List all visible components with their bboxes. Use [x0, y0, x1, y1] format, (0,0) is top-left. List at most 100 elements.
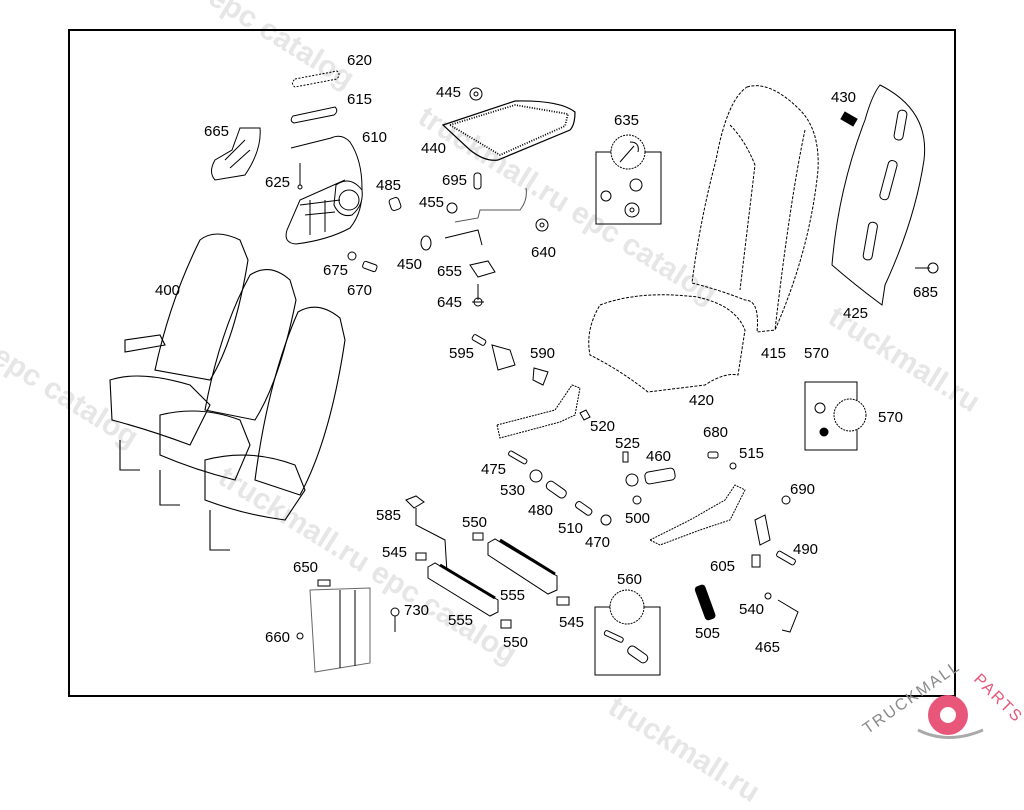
part-label-465[interactable]: 465 — [755, 639, 781, 656]
part-label-695[interactable]: 695 — [442, 172, 468, 189]
part-label-555b[interactable]: 555 — [448, 612, 474, 629]
part-label-530[interactable]: 530 — [500, 482, 526, 499]
part-430-clip — [840, 111, 858, 127]
part-label-440[interactable]: 440 — [421, 140, 447, 157]
diagram-frame — [68, 29, 956, 697]
part-label-400[interactable]: 400 — [155, 282, 181, 299]
part-550-cap-bottom — [500, 619, 512, 629]
part-label-450[interactable]: 450 — [397, 256, 423, 273]
part-label-620[interactable]: 620 — [347, 52, 373, 69]
part-label-455[interactable]: 455 — [419, 194, 445, 211]
parts-illustration — [109, 70, 939, 676]
part-label-645[interactable]: 645 — [437, 294, 463, 311]
part-label-675[interactable]: 675 — [323, 262, 349, 279]
part-label-500[interactable]: 500 — [625, 510, 651, 527]
part-525-clip — [622, 451, 629, 463]
part-650-660-leg-panel — [296, 579, 371, 673]
part-label-690[interactable]: 690 — [790, 481, 816, 498]
part-label-560[interactable]: 560 — [617, 571, 643, 588]
part-515-washer — [729, 462, 737, 470]
part-label-730[interactable]: 730 — [404, 602, 430, 619]
part-label-485[interactable]: 485 — [376, 177, 402, 194]
part-label-655[interactable]: 655 — [437, 263, 463, 280]
part-label-520[interactable]: 520 — [590, 418, 616, 435]
part-label-505[interactable]: 505 — [695, 625, 721, 642]
part-label-670[interactable]: 670 — [347, 282, 373, 299]
part-label-540[interactable]: 540 — [739, 601, 765, 618]
part-550-cap-top — [472, 532, 484, 541]
part-label-425[interactable]: 425 — [843, 305, 869, 322]
part-label-590[interactable]: 590 — [530, 345, 556, 362]
part-475-bolt — [508, 450, 528, 465]
kit-570-box — [804, 381, 867, 451]
part-445-nut — [469, 87, 483, 101]
gear-icon — [917, 695, 984, 739]
part-label-685[interactable]: 685 — [913, 284, 939, 301]
part-450-roller — [420, 235, 432, 251]
part-620-armrest-cover — [292, 70, 340, 88]
part-label-550b[interactable]: 550 — [503, 634, 529, 651]
part-label-445[interactable]: 445 — [436, 84, 462, 101]
part-label-545a[interactable]: 545 — [382, 544, 408, 561]
part-label-605[interactable]: 605 — [710, 558, 736, 575]
part-545-cap-right — [556, 596, 570, 606]
part-label-525[interactable]: 525 — [615, 435, 641, 452]
part-label-625[interactable]: 625 — [265, 174, 291, 191]
part-425-back-plate — [831, 84, 926, 306]
part-665-trim — [211, 127, 261, 181]
part-label-595[interactable]: 595 — [449, 345, 475, 362]
part-500-nut — [632, 495, 642, 505]
part-645-bolt — [472, 284, 484, 307]
part-545-cap-left — [415, 552, 427, 561]
part-label-510[interactable]: 510 — [558, 520, 584, 537]
part-label-660[interactable]: 660 — [265, 629, 291, 646]
part-label-665[interactable]: 665 — [204, 123, 230, 140]
part-605-bracket — [751, 554, 761, 568]
part-label-470[interactable]: 470 — [585, 534, 611, 551]
part-670-bolt — [362, 260, 378, 273]
part-520-clip — [579, 409, 591, 421]
part-label-475[interactable]: 475 — [481, 461, 507, 478]
part-label-570a[interactable]: 570 — [804, 345, 830, 362]
part-470-knob — [600, 514, 612, 526]
part-label-680[interactable]: 680 — [703, 424, 729, 441]
part-555-rail-left — [427, 562, 499, 617]
part-415-backrest — [691, 85, 819, 333]
kit-560-box — [594, 589, 661, 676]
part-465-lever — [777, 599, 799, 633]
part-label-515[interactable]: 515 — [739, 445, 765, 462]
part-label-480[interactable]: 480 — [528, 502, 554, 519]
part-640-bushing — [535, 218, 549, 232]
part-label-650[interactable]: 650 — [293, 559, 319, 576]
part-label-635[interactable]: 635 — [614, 112, 640, 129]
part-label-640[interactable]: 640 — [531, 244, 557, 261]
part-485 — [388, 196, 402, 212]
truckmall-parts-logo: TRUCKMALL PARTS — [860, 660, 1024, 739]
part-label-610[interactable]: 610 — [362, 129, 388, 146]
part-label-490[interactable]: 490 — [793, 541, 819, 558]
part-730-bolt — [390, 607, 400, 632]
part-680-bolt — [707, 451, 719, 459]
part-555-rail-right — [487, 538, 558, 595]
part-recliner-mechanism — [496, 384, 581, 439]
part-label-430[interactable]: 430 — [831, 89, 857, 106]
part-690-nut — [781, 495, 791, 505]
part-label-460[interactable]: 460 — [646, 448, 672, 465]
part-480-tube — [545, 480, 567, 499]
part-label-615[interactable]: 615 — [347, 91, 373, 108]
part-label-570b[interactable]: 570 — [878, 409, 904, 426]
part-610-armrest-frame — [285, 135, 363, 245]
part-label-420[interactable]: 420 — [689, 392, 715, 409]
part-655-plate — [469, 260, 496, 278]
part-bracket-wire — [444, 187, 527, 246]
part-label-545b[interactable]: 545 — [559, 614, 585, 631]
logo-text-parts: PARTS — [970, 671, 1024, 727]
part-label-415[interactable]: 415 — [761, 345, 787, 362]
part-400-bench-seat — [109, 233, 346, 551]
part-420-cushion — [588, 294, 746, 393]
part-460-gas-spring — [625, 467, 676, 487]
part-440-seat-pan — [441, 100, 576, 161]
part-label-555a[interactable]: 555 — [500, 587, 526, 604]
part-label-550a[interactable]: 550 — [462, 514, 488, 531]
part-label-585[interactable]: 585 — [376, 507, 402, 524]
